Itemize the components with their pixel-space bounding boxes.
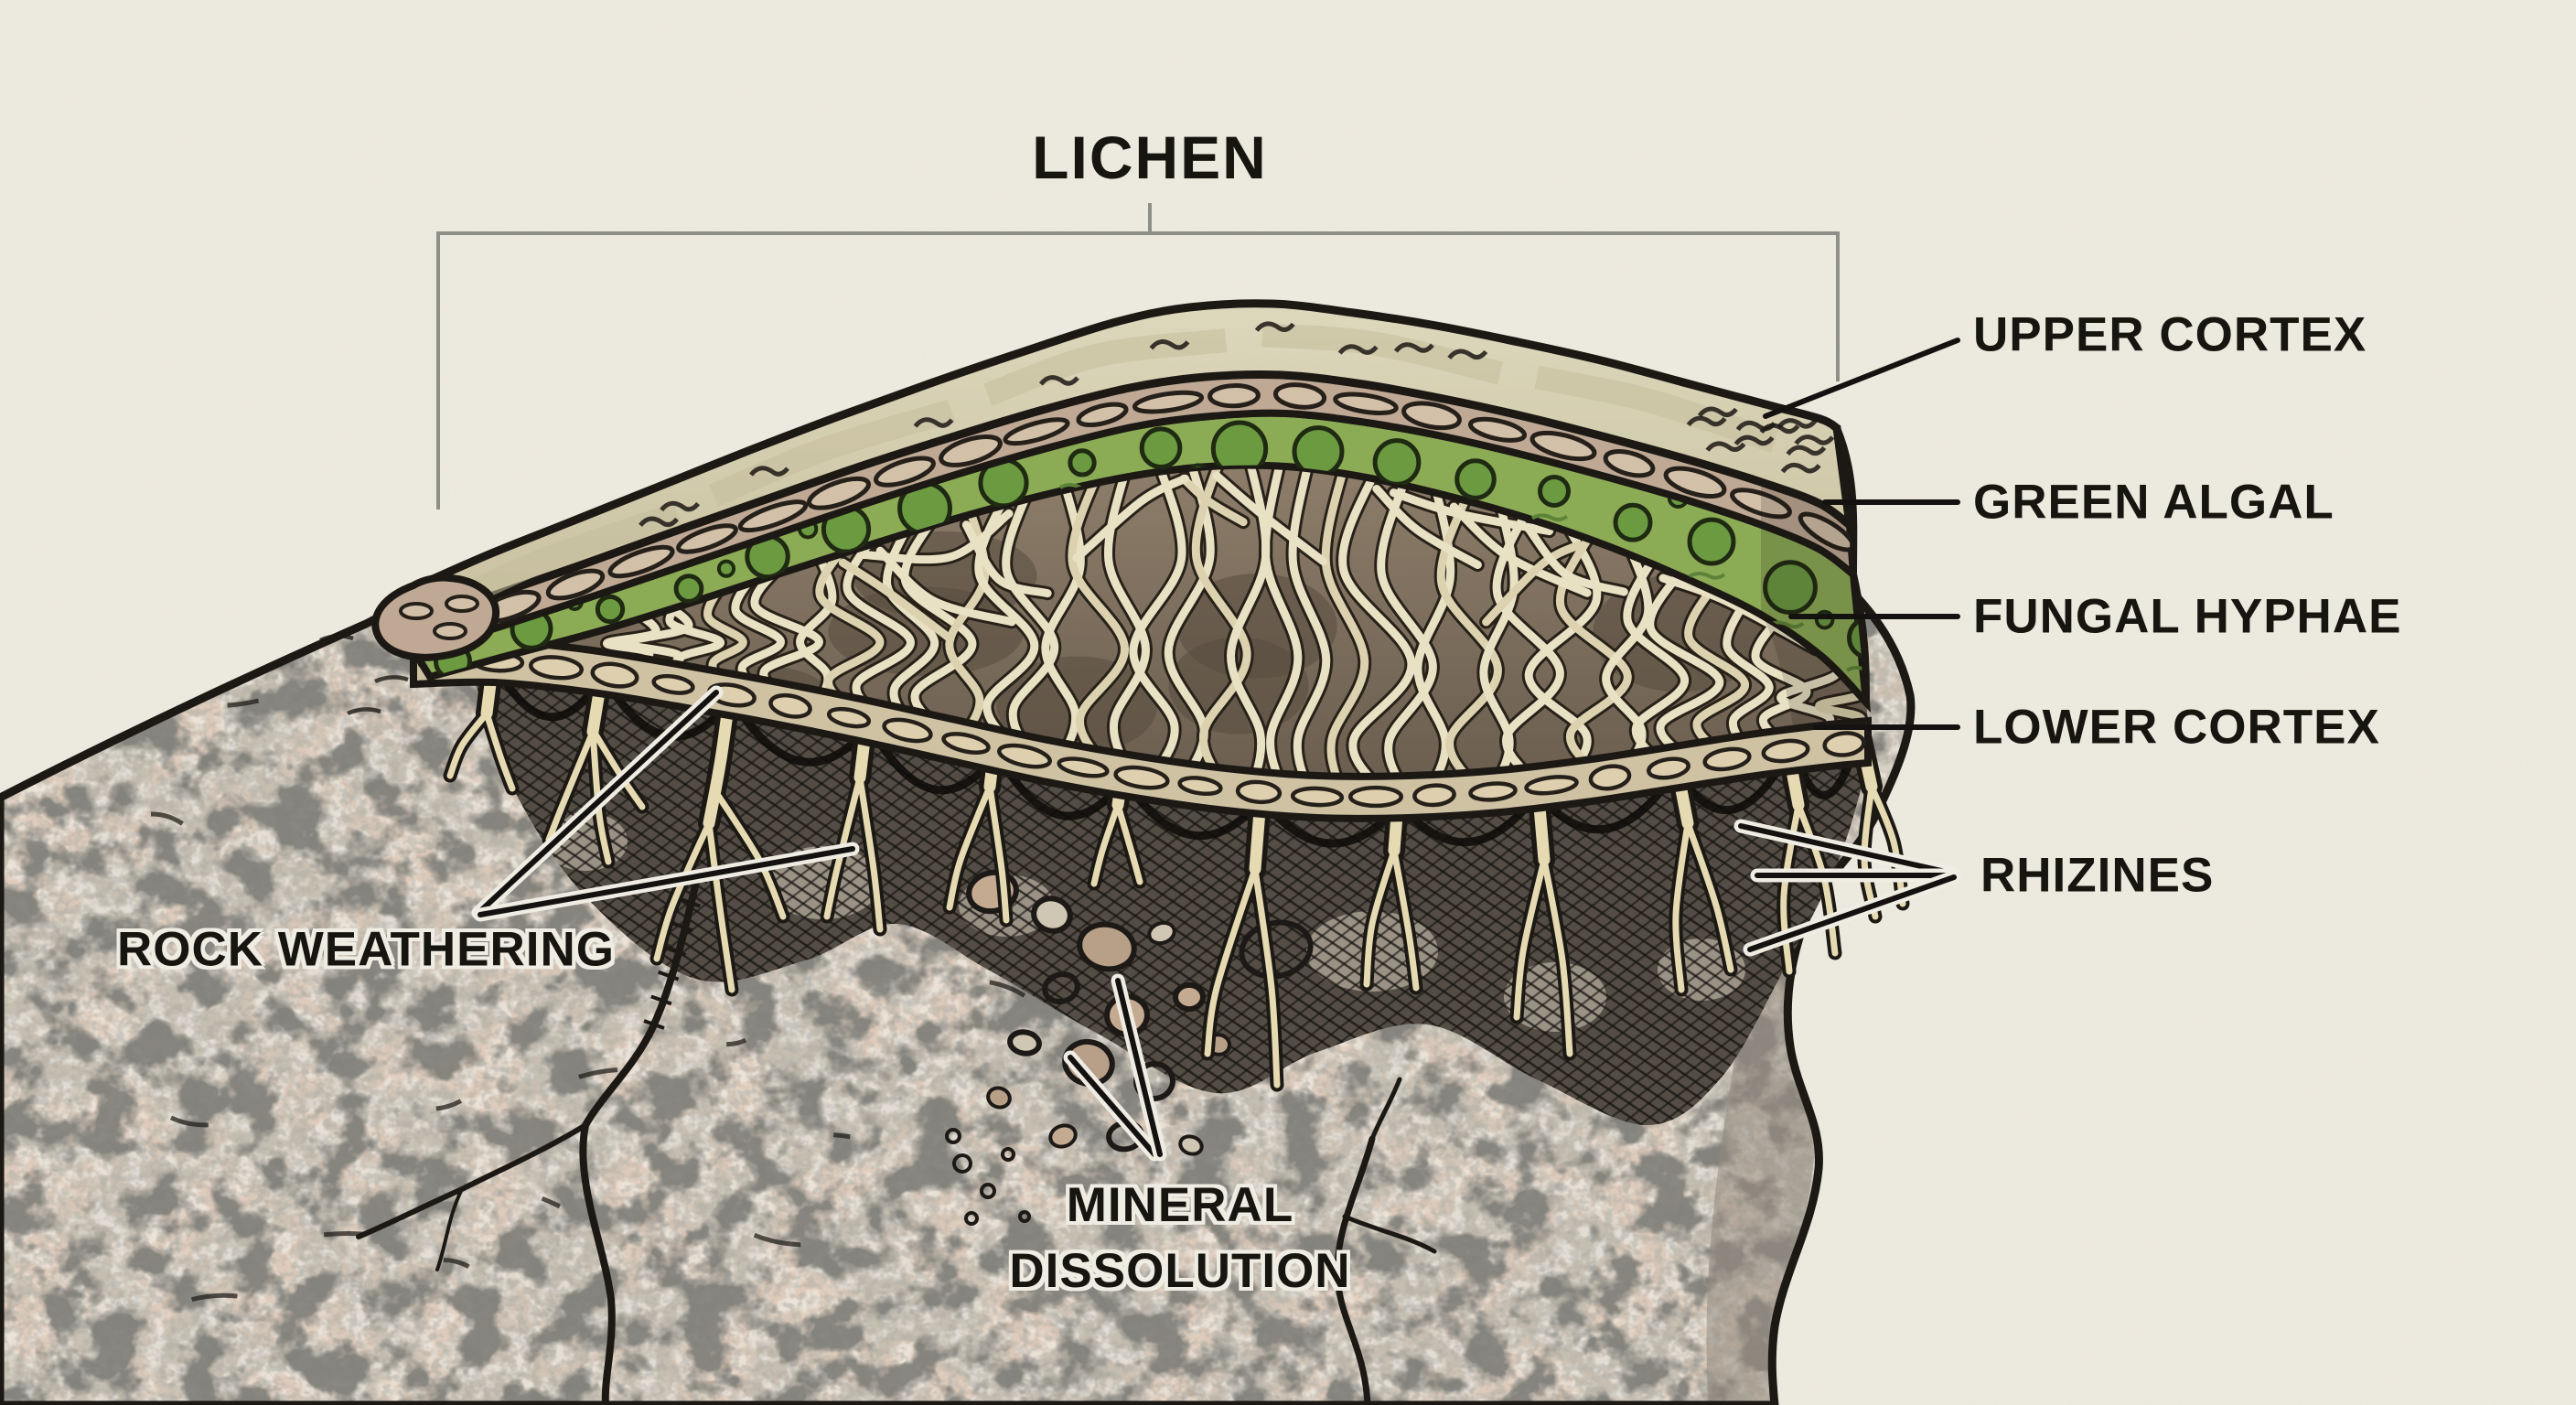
rock-cracks [319, 634, 1437, 1405]
label-rock-weathering: ROCK WEATHERING [117, 922, 615, 977]
label-leader-lines [471, 338, 1961, 1162]
label-lower-cortex: LOWER CORTEX [1973, 700, 2380, 755]
mineral-particles [945, 869, 1314, 1226]
dissolution-line: DISSOLUTION [1009, 1244, 1351, 1298]
label-fungal-hyphae: FUNGAL HYPHAE [1973, 589, 2402, 644]
label-rhizines: RHIZINES [1980, 848, 2215, 903]
lichen-title: LICHEN [1032, 123, 1268, 191]
lichen-bracket [436, 203, 1840, 509]
lichen-cross-section [371, 299, 1872, 822]
label-green-algal: GREEN ALGAL [1973, 475, 2334, 530]
mineral-line: MINERAL [1066, 1178, 1294, 1232]
label-mineral-dissolution: MINERAL DISSOLUTION [1009, 1173, 1350, 1304]
label-upper-cortex: UPPER CORTEX [1973, 307, 2367, 362]
